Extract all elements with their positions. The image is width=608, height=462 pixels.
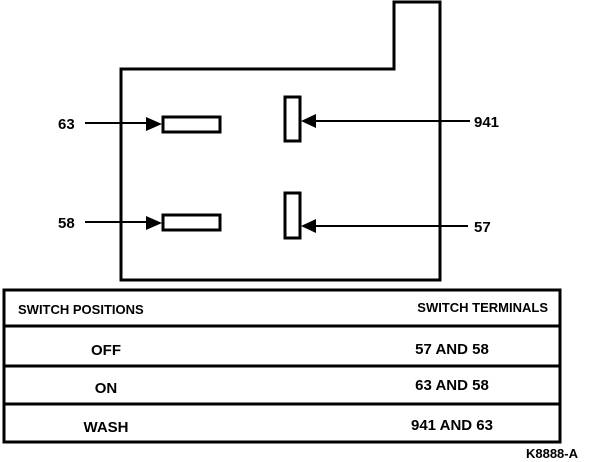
- table-row-terminals: 57 AND 58: [415, 341, 489, 358]
- terminal-label-63: 63: [58, 116, 75, 133]
- terminal-label-57: 57: [474, 219, 491, 236]
- table-row-position: ON: [95, 380, 118, 397]
- arrow-941: [301, 114, 470, 128]
- table-row-terminals: 941 AND 63: [411, 417, 493, 434]
- terminal-blade-58: [161, 213, 222, 232]
- table-header-terminals: SWITCH TERMINALS: [417, 300, 548, 315]
- switch-positions-table: SWITCH POSITIONS SWITCH TERMINALS OFF 57…: [2, 288, 562, 444]
- terminal-blade-941: [283, 95, 302, 143]
- terminal-label-941: 941: [474, 114, 499, 131]
- arrow-63: [85, 117, 162, 131]
- table-header-positions: SWITCH POSITIONS: [18, 302, 144, 317]
- table-row-terminals: 63 AND 58: [415, 377, 489, 394]
- table-row-position: WASH: [84, 419, 129, 436]
- terminal-label-58: 58: [58, 215, 75, 232]
- table-row-position: OFF: [91, 342, 121, 359]
- part-number: K8888-A: [526, 446, 579, 461]
- arrow-57: [301, 219, 468, 233]
- terminal-blade-63: [161, 115, 222, 134]
- terminal-blade-57: [283, 191, 302, 240]
- arrow-58: [85, 216, 162, 230]
- switch-housing: [119, 0, 442, 282]
